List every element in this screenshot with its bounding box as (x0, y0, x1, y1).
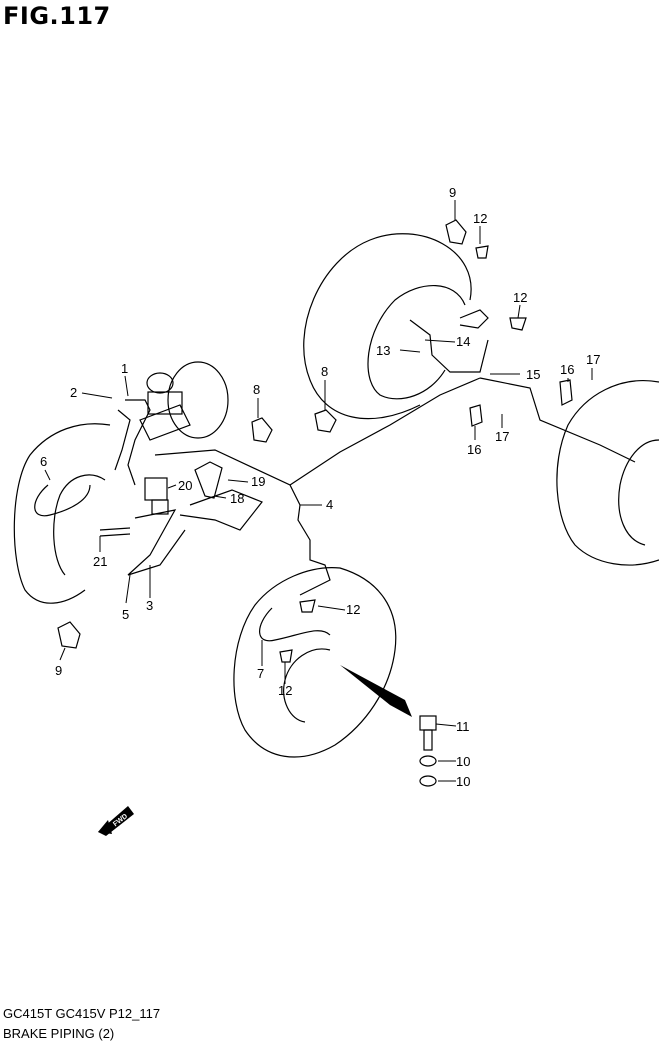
grommet-8-b (314, 409, 337, 433)
clip-12-d (279, 649, 293, 663)
bracket-16-a (559, 379, 573, 406)
clamp-9-top (445, 219, 467, 245)
leader-lines (44, 200, 593, 782)
callout-17-lower: 17 (495, 429, 509, 444)
washer-10-b (419, 775, 437, 787)
callout-16-right: 16 (560, 362, 574, 377)
union-bolt-11 (419, 715, 437, 751)
callout-6: 6 (40, 454, 47, 469)
callout-1: 1 (121, 361, 128, 376)
front-right-tire (233, 567, 397, 758)
front-left-tire (13, 423, 111, 604)
fwd-label: FWD (112, 813, 129, 828)
callout-11: 11 (456, 719, 470, 734)
callout-10-b: 10 (456, 774, 470, 789)
callout-7: 7 (257, 666, 264, 681)
grommet-8-a (251, 417, 273, 443)
clip-12-b (509, 317, 527, 331)
callout-12-right: 12 (513, 290, 527, 305)
callout-16-lower: 16 (467, 442, 481, 457)
bolt-21 (99, 527, 131, 537)
callout-20: 20 (178, 478, 192, 493)
callout-13: 13 (376, 343, 390, 358)
brake-hose-6 (34, 484, 91, 517)
callout-12-front: 12 (346, 602, 360, 617)
callout-4: 4 (326, 497, 333, 512)
brake-pipe-4 (154, 377, 481, 596)
clip-12-c (299, 599, 316, 613)
callout-12-lower: 12 (278, 683, 292, 698)
callout-17-right: 17 (586, 352, 600, 367)
clamp-9-bottom (57, 621, 81, 649)
proportioning-valve (144, 477, 169, 515)
washer-10-a (419, 755, 437, 767)
callout-labels: 9 12 12 14 13 15 16 17 17 16 1 2 8 8 6 2… (40, 185, 600, 789)
callout-8-left: 8 (253, 382, 260, 397)
brake-pipe-1-2 (114, 399, 151, 486)
valve-bracket-18 (194, 461, 223, 499)
callout-15: 15 (526, 367, 540, 382)
callout-2: 2 (70, 385, 77, 400)
callout-12-top: 12 (473, 211, 487, 226)
callout-21: 21 (93, 554, 107, 569)
detail-pointer-wedge (340, 665, 412, 717)
master-cylinder (139, 361, 229, 441)
clip-12-a (475, 245, 489, 259)
callout-10-a: 10 (456, 754, 470, 769)
brake-pipe-14-15 (409, 309, 636, 463)
callout-9-top: 9 (449, 185, 456, 200)
callout-19: 19 (251, 474, 265, 489)
callout-8-right: 8 (321, 364, 328, 379)
footer-model-code: GC415T GC415V P12_117 (3, 1006, 161, 1021)
fwd-arrow: FWD (98, 806, 134, 836)
callout-9-bottom: 9 (55, 663, 62, 678)
brake-hose-7 (259, 607, 331, 642)
rear-right-tire (303, 233, 472, 420)
figure-title: FIG.117 (3, 2, 111, 30)
callout-14: 14 (456, 334, 470, 349)
right-side-tire (556, 380, 659, 566)
bracket-16-b (469, 404, 483, 427)
footer-description: BRAKE PIPING (2) (3, 1026, 115, 1041)
callout-5: 5 (122, 607, 129, 622)
callout-3: 3 (146, 598, 153, 613)
callout-18: 18 (230, 491, 244, 506)
